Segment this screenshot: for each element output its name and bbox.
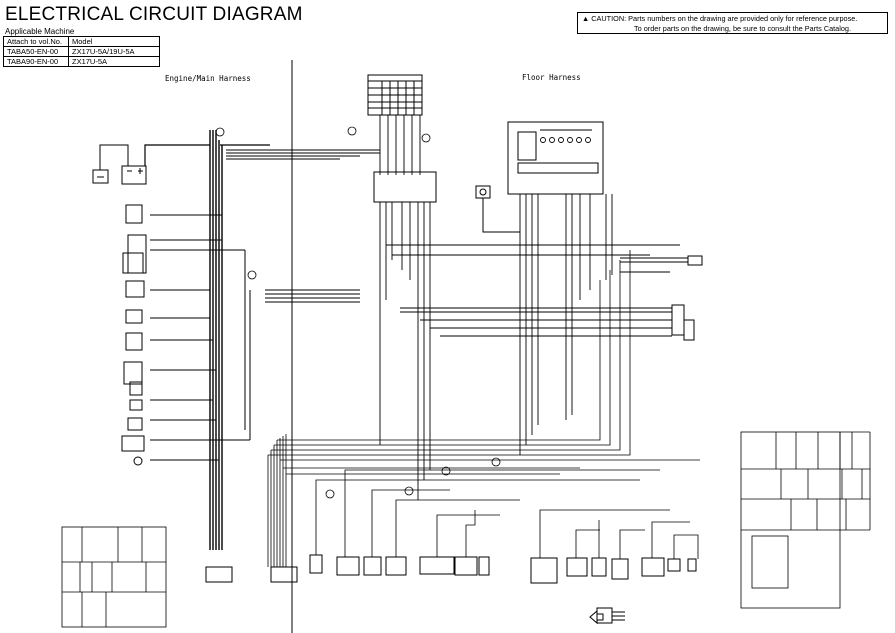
glow-plug-symbol [122,252,144,274]
fuse-symbol [125,309,143,324]
caution-box: ▲ CAUTION: Parts numbers on the drawing … [577,12,888,34]
relay-5 [566,557,588,577]
buzzer-symbol [475,185,491,199]
horn [530,557,558,584]
section-label-engine-main-harness: Engine/Main Harness [165,74,251,83]
work-light [591,557,607,577]
relay-4 [478,556,490,576]
caution-line-2: To order parts on the drawing, be sure t… [634,24,852,33]
connector-orientation-indicator [589,607,625,625]
floor-switch-connector [687,255,703,266]
beacon [667,558,681,572]
table-cell: ZX17U-5A [68,56,160,67]
bottom-components [309,554,697,584]
lcd-box [517,131,537,161]
light [687,558,697,572]
float-sensor [309,554,323,574]
relay-6 [641,557,665,577]
page-title: ELECTRICAL CIRCUIT DIAGRAM [5,4,303,25]
caution-line-1: CAUTION: Parts numbers on the drawing ar… [591,14,858,23]
section-label-floor-harness: Floor Harness [522,73,581,82]
switch-symbol-1 [125,332,143,351]
sensor-symbol-3 [121,435,145,452]
connector-legend-right [740,431,871,609]
horn-symbol [129,381,143,396]
ground-connector-2 [270,566,298,583]
callout-markers [215,126,501,499]
battery-symbol [92,165,147,185]
relay-3 [454,556,478,576]
applicable-machine-table: Attach to vol.No. Model TABA50-EN-00 ZX1… [3,36,160,67]
fuel-sensor [363,556,382,576]
travel-switch [419,556,455,575]
cpu-box [517,162,599,174]
relay-2 [385,556,407,576]
switch-symbol-2 [123,361,143,385]
connector-legend-left [61,526,167,628]
ground-connector-1 [205,566,233,583]
relay-1 [336,556,360,576]
key-switch-table [367,74,423,116]
sensor-symbol-2 [127,417,143,431]
sensor-symbol-1 [129,399,143,411]
warning-triangle-icon: ▲ [582,14,590,23]
table-row: TABA90-EN-00 ZX17U-5A [3,56,160,67]
option-floor-connector [671,304,695,341]
monitor-box [507,121,604,195]
fuel-pump-symbol [133,456,143,466]
switch [611,558,629,580]
alternator-symbol [125,280,145,298]
applicable-machine-label: Applicable Machine [5,27,75,36]
relay-block [373,171,437,203]
